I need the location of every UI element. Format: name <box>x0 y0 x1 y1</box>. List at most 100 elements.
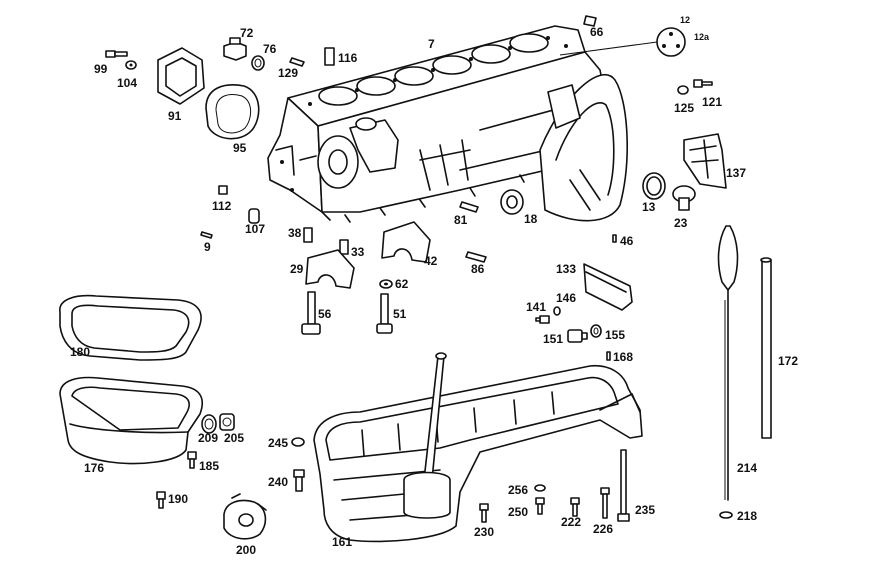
bearing-cap-part-29 <box>305 249 355 289</box>
ring-part-76 <box>251 55 265 71</box>
callout-230: 230 <box>474 525 494 539</box>
seal-ring-part-13 <box>642 172 666 200</box>
ring-part-155 <box>590 324 602 338</box>
washer-part-125 <box>677 85 689 95</box>
oil-pan-upper-part-176 <box>59 376 204 465</box>
callout-256: 256 <box>508 483 528 497</box>
callout-172: 172 <box>778 354 798 368</box>
callout-107: 107 <box>245 222 265 236</box>
callout-99: 99 <box>94 62 108 76</box>
callout-125: 125 <box>674 101 694 115</box>
bolt-part-222 <box>570 497 580 517</box>
callout-29: 29 <box>290 262 304 276</box>
callout-226: 226 <box>593 522 613 536</box>
bolt-part-230 <box>479 503 489 523</box>
callout-180: 180 <box>70 345 90 359</box>
cover-part-137 <box>683 133 727 189</box>
washer-part-245 <box>291 437 305 447</box>
plug-part-151 <box>567 329 588 343</box>
callout-218: 218 <box>737 509 757 523</box>
hex-gasket-part-91 <box>157 47 205 105</box>
bolt-part-185 <box>187 451 197 469</box>
callout-76: 76 <box>263 42 277 56</box>
callout-66: 66 <box>590 25 604 39</box>
round-gasket-part-95 <box>205 84 260 140</box>
callout-250: 250 <box>508 505 528 519</box>
bolt-part-56 <box>301 291 321 335</box>
callout-72: 72 <box>240 26 254 40</box>
plug-part-23 <box>672 185 696 211</box>
callout-209: 209 <box>198 431 218 445</box>
callout-176: 176 <box>84 461 104 475</box>
pan-gasket-part-180 <box>59 294 202 361</box>
callout-13: 13 <box>642 200 656 214</box>
stud-part-235 <box>617 449 630 522</box>
sleeve-part-33 <box>339 239 349 255</box>
callout-12a: 12a <box>694 32 710 42</box>
callout-235: 235 <box>635 503 655 517</box>
bolt-part-112 <box>218 185 228 195</box>
sleeve-part-38 <box>303 227 313 243</box>
bolt-part-190 <box>156 491 166 509</box>
pin-part-168 <box>606 351 611 361</box>
bolt-part-141 <box>535 315 550 324</box>
callout-214: 214 <box>737 461 757 475</box>
bolt-part-51 <box>376 293 393 334</box>
callout-146: 146 <box>556 291 576 305</box>
engine-block-part-7 <box>267 25 628 223</box>
callout-9: 9 <box>204 240 211 254</box>
callout-18: 18 <box>524 212 538 226</box>
callout-labels: 12 12a 7 66 72 76 116 129 99 104 91 95 1… <box>70 15 798 557</box>
callout-205: 205 <box>224 431 244 445</box>
plug-part-72 <box>223 37 247 61</box>
pin-part-9 <box>200 231 213 239</box>
callout-151: 151 <box>543 332 563 346</box>
pin-part-129 <box>289 57 305 67</box>
callout-141: 141 <box>526 300 546 314</box>
washer-part-146 <box>553 306 561 316</box>
callout-81: 81 <box>454 213 468 227</box>
callout-23: 23 <box>674 216 688 230</box>
pin-part-86 <box>465 251 487 263</box>
pin-part-81 <box>459 201 479 213</box>
callout-161: 161 <box>332 535 352 549</box>
washer-part-256 <box>534 484 546 492</box>
callout-7: 7 <box>428 37 435 51</box>
callout-95: 95 <box>233 141 247 155</box>
ring-part-209 <box>201 414 217 434</box>
bearing-part-18 <box>500 189 524 215</box>
washer-part-62 <box>379 279 393 289</box>
callout-112: 112 <box>212 199 232 213</box>
callout-129: 129 <box>278 66 298 80</box>
bolt-part-121 <box>693 79 713 88</box>
callout-51: 51 <box>393 307 407 321</box>
bracket-part-133 <box>583 263 633 311</box>
bolt-part-99 <box>105 50 128 58</box>
plug-part-205 <box>219 413 235 431</box>
callout-33: 33 <box>351 245 365 259</box>
callout-91: 91 <box>168 109 182 123</box>
callout-12: 12 <box>680 15 690 25</box>
pin-part-66 <box>583 15 597 27</box>
cover-plate-part-12 <box>656 27 686 57</box>
callout-86: 86 <box>471 262 485 276</box>
bolt-part-250 <box>535 497 545 515</box>
callout-42: 42 <box>424 254 438 268</box>
callout-62: 62 <box>395 277 409 291</box>
nut-part-107 <box>248 208 260 224</box>
callout-240: 240 <box>268 475 288 489</box>
bolt-part-240 <box>293 469 305 492</box>
callout-185: 185 <box>199 459 219 473</box>
oil-pan-lower-part-161 <box>313 364 643 543</box>
callout-137: 137 <box>726 166 746 180</box>
callout-56: 56 <box>318 307 332 321</box>
callout-46: 46 <box>620 234 634 248</box>
callout-155: 155 <box>605 328 625 342</box>
callout-133: 133 <box>556 262 576 276</box>
sleeve-part-116 <box>324 47 335 66</box>
callout-245: 245 <box>268 436 288 450</box>
bearing-cap-part-42 <box>381 221 431 263</box>
mount-part-200 <box>223 493 267 540</box>
callout-121: 121 <box>702 95 722 109</box>
